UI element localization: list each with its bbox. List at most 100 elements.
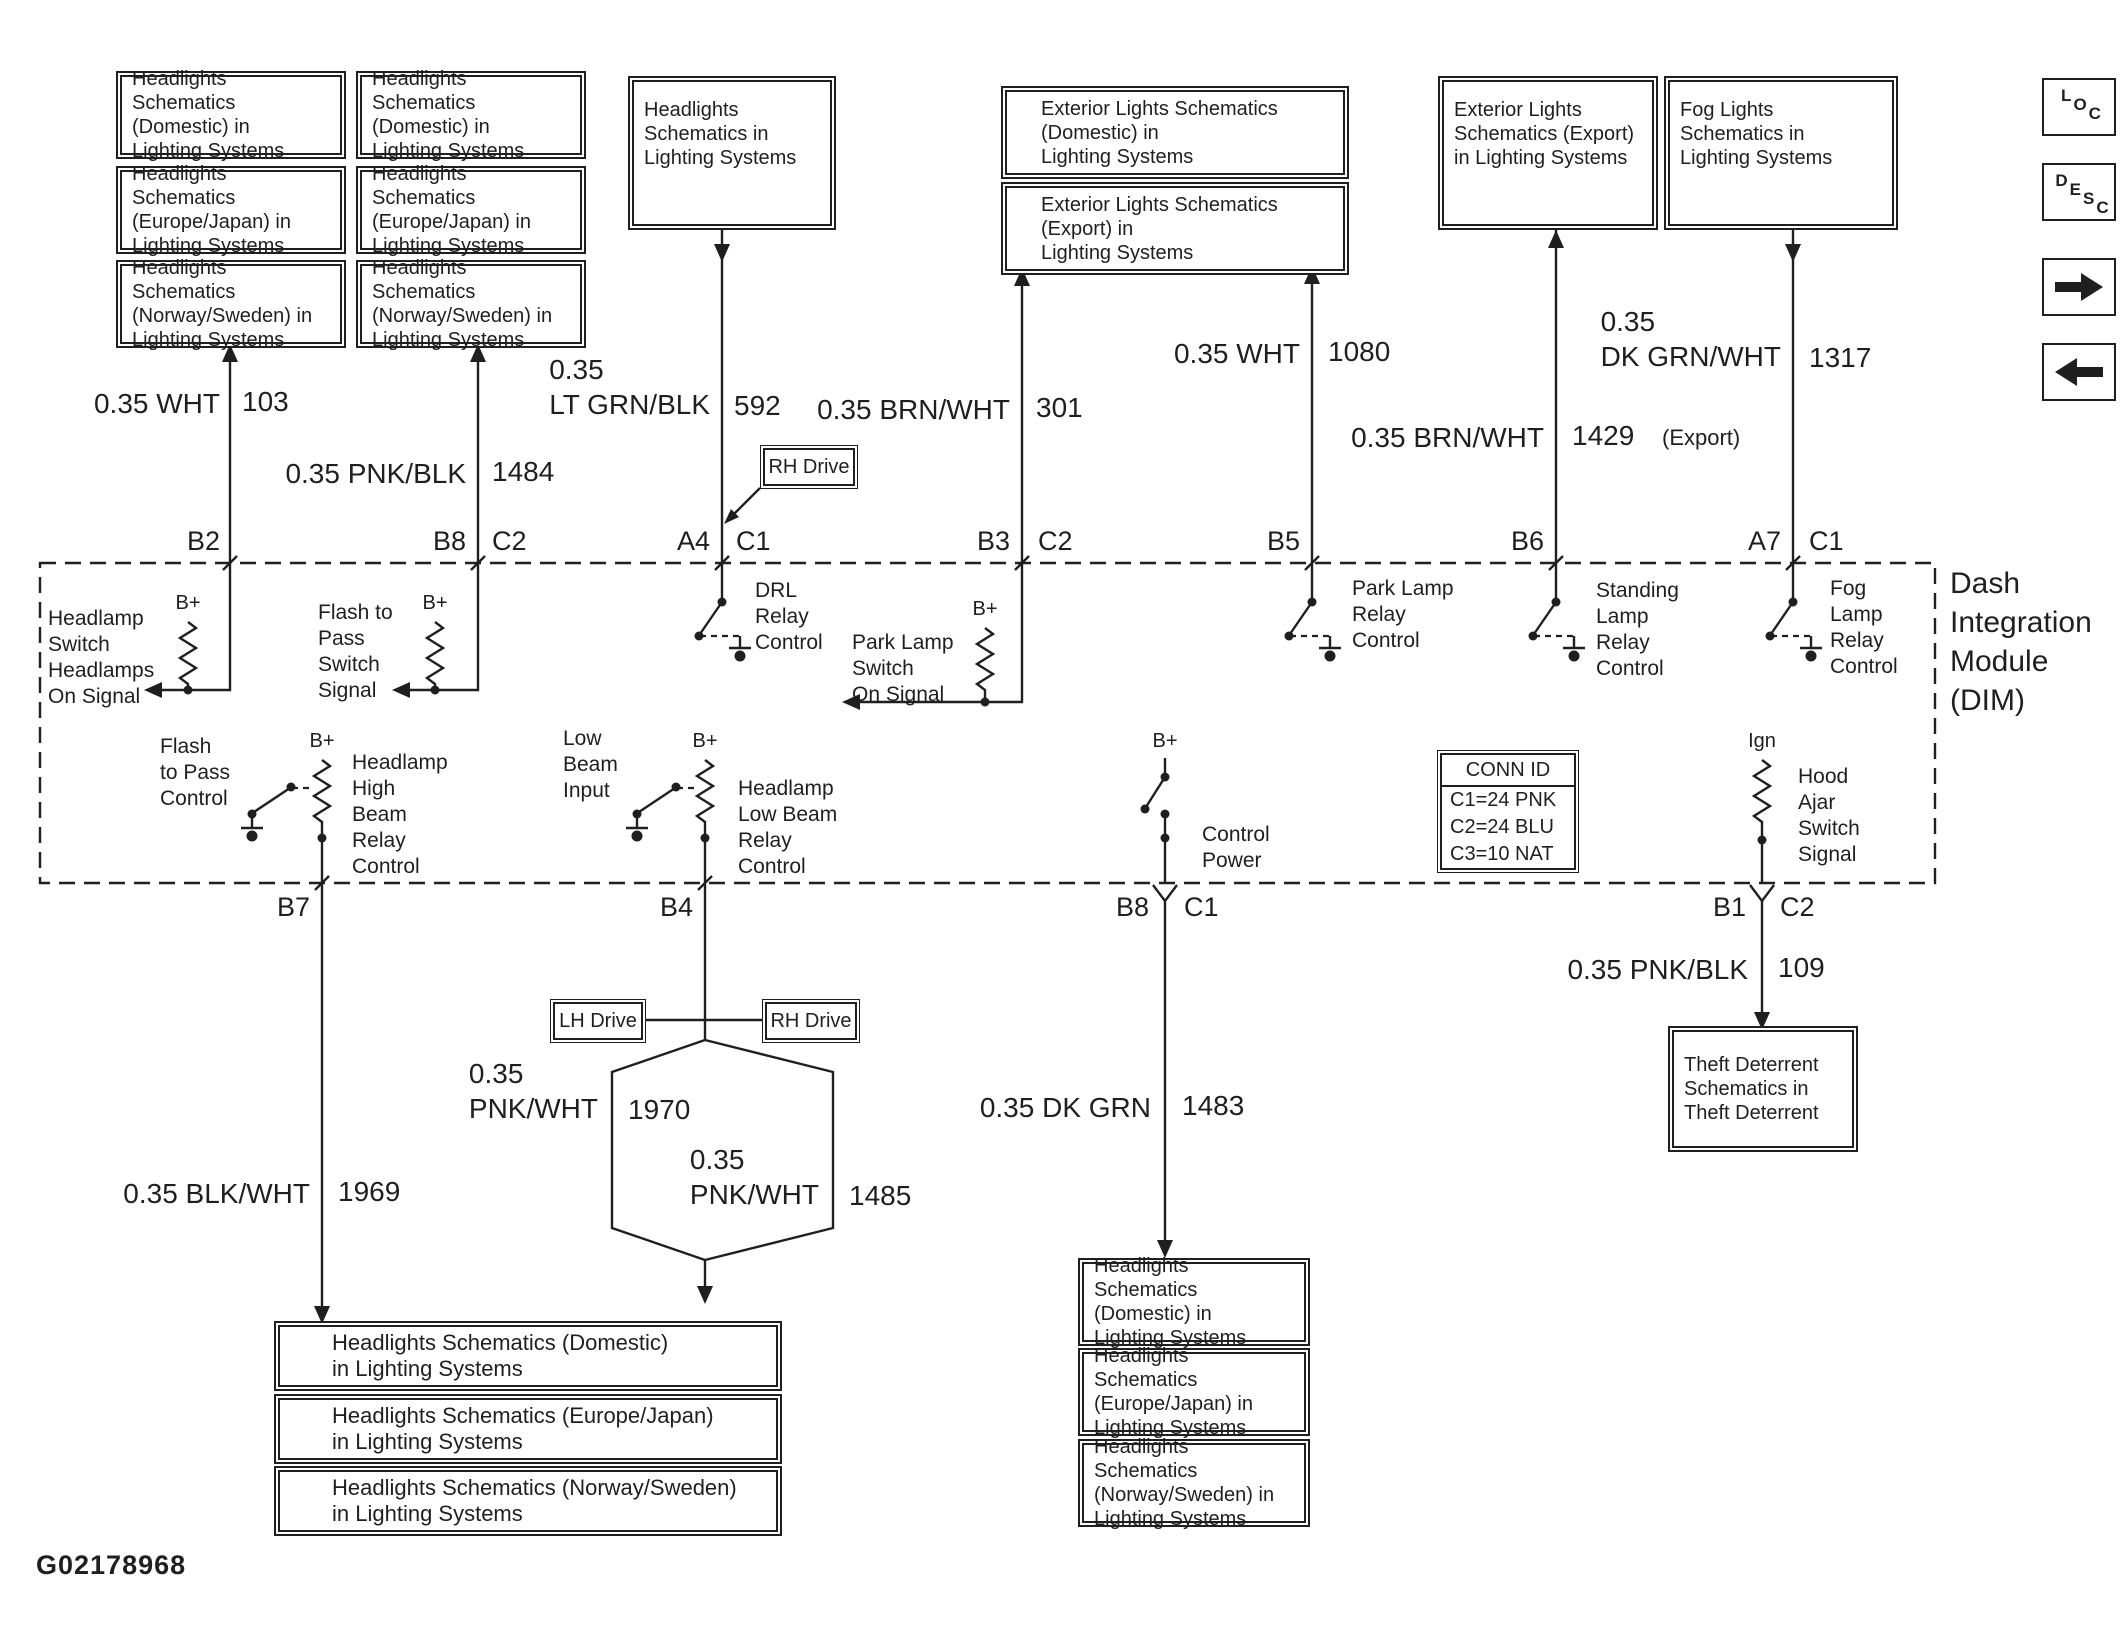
- wire-1485-spec: 0.35 PNK/WHT: [689, 1144, 819, 1210]
- wire-1969-circuit: 1969: [338, 1176, 401, 1207]
- bplus-label-2: B+: [422, 592, 448, 614]
- ref-headlights-domestic-1[interactable]: Headlights Schematics (Domestic) in Ligh…: [120, 68, 342, 162]
- pin-bottom-c1: C1: [1184, 892, 1219, 922]
- label-standing-lamp-relay-control: Standing Lamp Relay Control: [1596, 579, 1679, 681]
- ref-fog-lights[interactable]: Fog Lights Schematics in Lighting System…: [1668, 80, 1894, 226]
- pin-top-a7: A7: [1747, 526, 1781, 556]
- wire-1970-spec: 0.35 PNK/WHT: [468, 1058, 598, 1124]
- bplus-label-3: B+: [972, 598, 998, 620]
- label-headlamp-low-beam-relay-control: Headlamp Low Beam Relay Control: [738, 777, 838, 879]
- label-hood-ajar-switch-signal: Hood Ajar Switch Signal: [1798, 765, 1860, 867]
- pin-top-a4: A4: [676, 526, 710, 556]
- ref-exterior-lights-domestic[interactable]: Exterior Lights Schematics (Domestic) in…: [1005, 90, 1345, 175]
- pin-bottom-b7: B7: [276, 892, 310, 922]
- wire-1483-circuit: 1483: [1182, 1090, 1245, 1121]
- next-page-button[interactable]: [2042, 258, 2116, 316]
- lh-drive-tag: LH Drive: [553, 1002, 643, 1040]
- left-arrow-icon: [2055, 358, 2103, 386]
- pin-top-b3: B3: [976, 526, 1010, 556]
- pin-top-b5: B5: [1266, 526, 1300, 556]
- rh-drive-tag-top: RH Drive: [763, 448, 855, 486]
- wire-1485-circuit: 1485: [849, 1180, 912, 1211]
- figure-id: G02178968: [36, 1550, 187, 1580]
- ref-exterior-lights-export[interactable]: Exterior Lights Schematics (Export) in L…: [1005, 186, 1345, 271]
- ref-headlights-domestic-bottom-left[interactable]: Headlights Schematics (Domestic) in Ligh…: [278, 1325, 778, 1387]
- pin-bottom-c2: C2: [1780, 892, 1815, 922]
- ref-headlights-europe-japan-bottom-mid[interactable]: Headlights Schematics (Europe/Japan) in …: [1082, 1345, 1306, 1439]
- ref-headlights-norway-sweden-1[interactable]: Headlights Schematics (Norway/Sweden) in…: [120, 257, 342, 351]
- label-fog-lamp-relay-control: Fog Lamp Relay Control: [1830, 577, 1898, 679]
- ref-headlights-europe-japan-2[interactable]: Headlights Schematics (Europe/Japan) in …: [360, 163, 582, 257]
- label-headlamp-switch-on-signal: Headlamp Switch Headlamps On Signal: [48, 607, 155, 709]
- bplus-label-6: B+: [1152, 730, 1178, 752]
- wire-1080-circuit: 1080: [1328, 336, 1391, 367]
- label-flash-to-pass-switch-signal: Flash to Pass Switch Signal: [318, 601, 393, 703]
- rh-drive-tag: RH Drive: [765, 1002, 857, 1040]
- previous-page-button[interactable]: [2042, 343, 2116, 401]
- label-flash-to-pass-control: Flash to Pass Control: [160, 735, 231, 811]
- module-name: Dash Integration Module (DIM): [1950, 567, 2092, 717]
- wire-1317-spec: 0.35 DK GRN/WHT: [1600, 306, 1781, 372]
- ref-headlights-norway-sweden-2[interactable]: Headlights Schematics (Norway/Sweden) in…: [360, 257, 582, 351]
- wire-1483-spec: 0.35 DK GRN: [979, 1092, 1151, 1123]
- ref-headlights-domestic-2[interactable]: Headlights Schematics (Domestic) in Ligh…: [360, 68, 582, 162]
- wire-301-circuit: 301: [1036, 392, 1083, 423]
- wire-1317-circuit: 1317: [1809, 342, 1872, 373]
- ref-headlights-norway-sweden-bottom-mid[interactable]: Headlights Schematics (Norway/Sweden) in…: [1082, 1436, 1306, 1530]
- wire-103-circuit: 103: [242, 386, 289, 417]
- pin-bottom-b1: B1: [1712, 892, 1746, 922]
- bplus-label-1: B+: [175, 592, 201, 614]
- ref-theft-deterrent[interactable]: Theft Deterrent Schematics in Theft Dete…: [1672, 1030, 1854, 1148]
- label-control-power: Control Power: [1202, 823, 1270, 873]
- label-drl-relay-control: DRL Relay Control: [755, 579, 823, 655]
- wire-592-spec: 0.35 LT GRN/BLK: [549, 354, 710, 420]
- label-headlamp-high-beam-relay-control: Headlamp High Beam Relay Control: [352, 751, 448, 879]
- pin-bottom-b4: B4: [659, 892, 693, 922]
- label-park-lamp-switch-on-signal: Park Lamp Switch On Signal: [852, 631, 954, 707]
- wire-109-circuit: 109: [1778, 952, 1825, 983]
- wire-301-spec: 0.35 BRN/WHT: [817, 394, 1010, 425]
- wire-1429-spec: 0.35 BRN/WHT: [1351, 422, 1544, 453]
- pin-top-b8: B8: [432, 526, 466, 556]
- right-arrow-icon: [2055, 273, 2103, 301]
- pin-top-b2: B2: [186, 526, 220, 556]
- wire-103-spec: 0.35 WHT: [93, 388, 220, 419]
- bplus-label-4: B+: [309, 730, 335, 752]
- pin-top-c1-2: C1: [1809, 526, 1844, 556]
- wire-1484-spec: 0.35 PNK/BLK: [285, 458, 466, 489]
- conn-id-table: CONN ID C1=24 PNK C2=24 BLU C3=10 NAT: [1440, 753, 1576, 870]
- wire-109-spec: 0.35 PNK/BLK: [1567, 954, 1748, 985]
- conn-id-title: CONN ID: [1442, 755, 1574, 787]
- ref-headlights-europe-japan-1[interactable]: Headlights Schematics (Europe/Japan) in …: [120, 163, 342, 257]
- pin-top-c2-2: C2: [1038, 526, 1073, 556]
- ign-label: Ign: [1748, 730, 1776, 752]
- pin-top-c1-1: C1: [736, 526, 771, 556]
- conn-id-row: C1=24 PNK: [1450, 789, 1557, 811]
- ref-headlights-norway-sweden-bottom-left[interactable]: Headlights Schematics (Norway/Sweden) in…: [278, 1470, 778, 1532]
- dim-module-border: [38, 561, 1937, 885]
- wire-1429-note: (Export): [1662, 425, 1741, 450]
- ref-headlights-domestic-bottom-mid[interactable]: Headlights Schematics (Domestic) in Ligh…: [1082, 1255, 1306, 1349]
- ref-headlights-schematics[interactable]: Headlights Schematics in Lighting System…: [632, 80, 832, 226]
- pin-bottom-b8: B8: [1115, 892, 1149, 922]
- wire-1429-circuit: 1429: [1572, 420, 1635, 451]
- pin-top-b6: B6: [1510, 526, 1544, 556]
- pin-top-c2-1: C2: [492, 526, 527, 556]
- wire-1080-spec: 0.35 WHT: [1173, 338, 1300, 369]
- label-park-lamp-relay-control: Park Lamp Relay Control: [1352, 577, 1454, 653]
- wire-592-circuit: 592: [734, 390, 781, 421]
- conn-id-row: C3=10 NAT: [1450, 843, 1554, 865]
- bplus-label-5: B+: [692, 730, 718, 752]
- conn-id-row: C2=24 BLU: [1450, 816, 1554, 838]
- wire-1969-spec: 0.35 BLK/WHT: [123, 1178, 310, 1209]
- ref-headlights-europe-japan-bottom-left[interactable]: Headlights Schematics (Europe/Japan) in …: [278, 1398, 778, 1460]
- ref-exterior-lights-export-2[interactable]: Exterior Lights Schematics (Export) in L…: [1442, 80, 1654, 226]
- wire-1484-circuit: 1484: [492, 456, 555, 487]
- wire-1970-circuit: 1970: [628, 1094, 691, 1125]
